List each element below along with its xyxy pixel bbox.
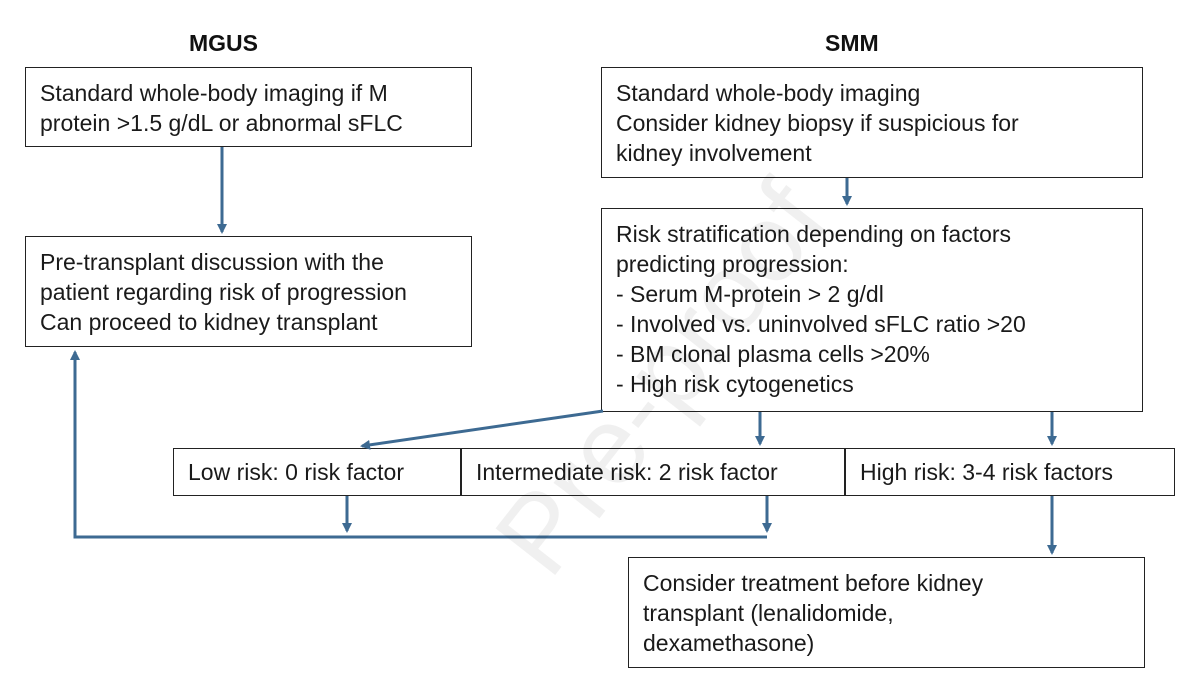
smm-imaging-box: Standard whole-body imaging Consider kid… — [601, 67, 1143, 178]
box-text-line: - Involved vs. uninvolved sFLC ratio >20 — [616, 311, 1026, 337]
box-text-line: kidney involvement — [616, 140, 812, 166]
box-text-line: Consider kidney biopsy if suspicious for — [616, 110, 1019, 136]
box-text-line: predicting progression: — [616, 251, 849, 277]
box-text-line: Risk stratification depending on factors — [616, 221, 1012, 247]
smm-risk-stratification-box: Risk stratification depending on factors… — [601, 208, 1143, 412]
box-text-line: Standard whole-body imaging — [616, 80, 921, 106]
high-risk-box: High risk: 3-4 risk factors — [845, 448, 1175, 496]
mgus-heading: MGUS — [189, 30, 258, 56]
box-text-line: protein >1.5 g/dL or abnormal sFLC — [40, 110, 403, 136]
box-text-line: - Serum M-protein > 2 g/dl — [616, 281, 884, 307]
box-text-line: Pre-transplant discussion with the — [40, 249, 384, 275]
smm-heading: SMM — [825, 30, 879, 56]
box-text-line: Consider treatment before kidney — [643, 570, 984, 596]
treatment-box: Consider treatment before kidney transpl… — [628, 557, 1145, 668]
arrow-risk-to-low — [360, 409, 604, 450]
box-text-line: patient regarding risk of progression — [40, 279, 407, 305]
box-text-line: transplant (lenalidomide, — [643, 600, 894, 626]
box-text-line: - BM clonal plasma cells >20% — [616, 341, 930, 367]
box-text-line: Can proceed to kidney transplant — [40, 309, 378, 335]
box-text-line: dexamethasone) — [643, 630, 815, 656]
mgus-imaging-box: Standard whole-body imaging if M protein… — [25, 67, 472, 147]
box-text-line: Standard whole-body imaging if M — [40, 80, 388, 106]
low-risk-box: Low risk: 0 risk factor — [173, 448, 461, 496]
intermediate-risk-box: Intermediate risk: 2 risk factor — [461, 448, 845, 496]
mgus-discussion-box: Pre-transplant discussion with the patie… — [25, 236, 472, 347]
box-text-line: - High risk cytogenetics — [616, 371, 854, 397]
